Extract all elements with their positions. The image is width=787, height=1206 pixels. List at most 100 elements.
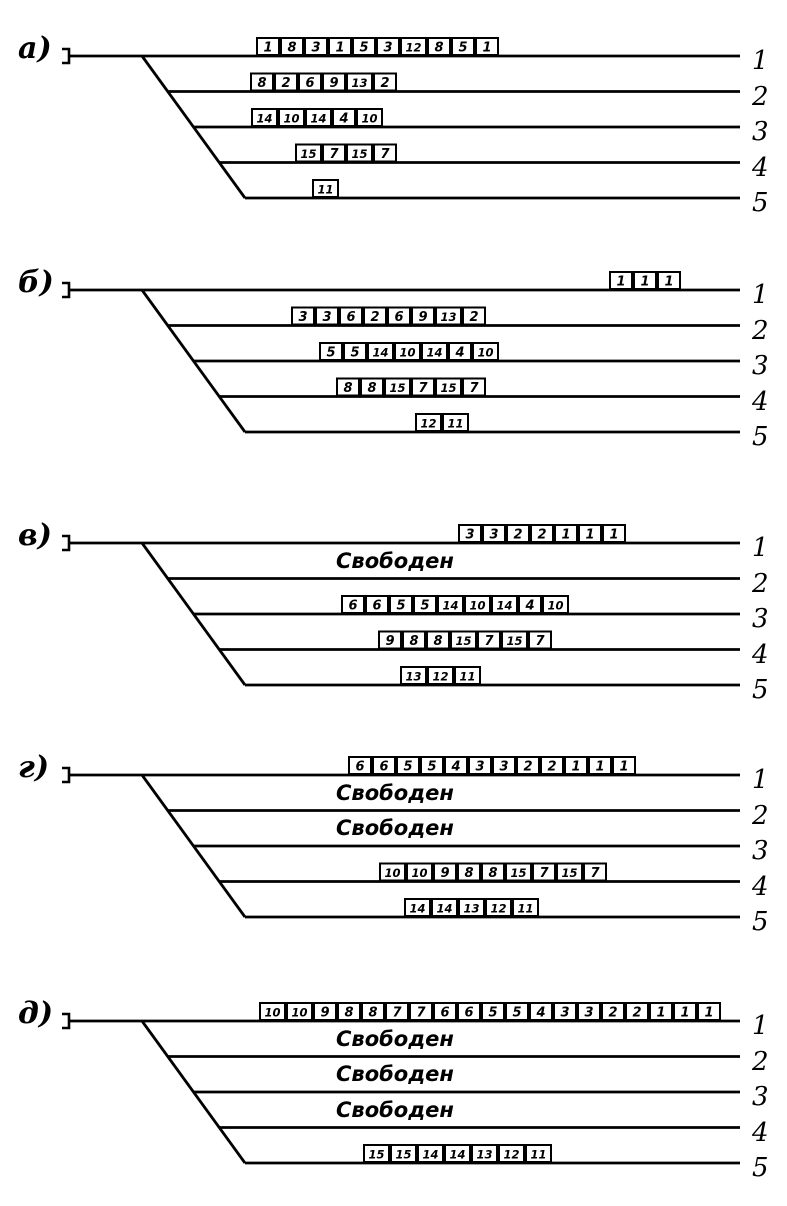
wagon-box [454, 666, 481, 685]
wagon-number: 8 [464, 866, 473, 881]
wagon-box [337, 1002, 361, 1021]
wagon-number: 14 [426, 346, 442, 360]
wagon-box [431, 898, 458, 917]
wagon-box [540, 756, 564, 775]
wagon-number: 1 [619, 760, 628, 775]
wagon-number: 8 [287, 41, 296, 56]
wagon-box [409, 1002, 433, 1021]
wagon-box [451, 37, 475, 56]
wagon-box [298, 72, 322, 92]
wagon-box [406, 862, 433, 882]
wagon-number: 12 [432, 670, 448, 684]
wagon-number: 14 [436, 902, 452, 916]
wagon-number: 5 [396, 599, 405, 614]
hump-symbol [62, 534, 71, 552]
wagon-number: 1 [561, 528, 570, 543]
wagon-box [462, 377, 486, 397]
wagon-number: 15 [510, 866, 526, 880]
wagon-number: 9 [320, 1006, 329, 1021]
wagon-number: 10 [361, 112, 377, 126]
track-number: 5 [752, 422, 769, 452]
wagon-number: 14 [310, 112, 326, 126]
hump-symbol [62, 1012, 71, 1030]
wagon-box [427, 37, 451, 56]
wagon-number: 10 [291, 1006, 307, 1020]
wagon-box [250, 72, 274, 92]
wagon-box [411, 306, 435, 326]
track-number: 1 [752, 533, 769, 563]
wagon-box [404, 898, 431, 917]
wagon-box [673, 1002, 697, 1021]
wagon-number: 5 [326, 346, 335, 361]
panel-label: б) [18, 265, 54, 300]
wagon-number: 1 [609, 528, 618, 543]
wagon-box [458, 898, 485, 917]
wagon-box [372, 756, 396, 775]
track-number: 2 [752, 1046, 769, 1077]
wagon-number: 5 [350, 346, 359, 361]
hump-symbol [62, 47, 71, 65]
wagon-box [528, 630, 552, 650]
wagon-box [512, 898, 539, 917]
wagon-number: 11 [447, 417, 463, 431]
wagon-box [554, 524, 578, 543]
wagon-box [421, 342, 448, 361]
wagon-number: 9 [329, 76, 338, 91]
wagon-number: 9 [418, 310, 427, 325]
track-number: 4 [752, 871, 769, 902]
wagon-box [435, 306, 462, 326]
wagon-number: 4 [535, 1006, 545, 1021]
track-number: 3 [752, 836, 769, 866]
wagon-box [274, 72, 298, 92]
wagon-number: 6 [379, 760, 388, 775]
wagon-number: 1 [595, 760, 604, 775]
wagon-number: 12 [490, 902, 506, 916]
hump-symbol [62, 766, 71, 784]
panel-label: а) [18, 31, 52, 66]
wagon-number: 6 [355, 760, 364, 775]
wagon-box [339, 306, 363, 326]
wagon-number: 14 [496, 599, 512, 613]
track-number: 3 [752, 604, 769, 634]
wagon-box [464, 595, 491, 614]
wagon-number: 15 [455, 634, 471, 648]
wagon-number: 10 [264, 1006, 280, 1020]
wagon-box [346, 72, 373, 92]
wagon-number: 9 [440, 866, 449, 881]
wagon-number: 10 [384, 866, 400, 880]
wagon-number: 15 [300, 147, 316, 161]
wagon-number: 15 [440, 381, 456, 395]
wagon-box [498, 1144, 525, 1163]
wagon-box [322, 143, 346, 163]
wagon-number: 12 [420, 417, 436, 431]
free-track-label: Свободен [336, 816, 454, 840]
wagon-number: 1 [664, 275, 673, 290]
wagon-number: 1 [656, 1006, 665, 1021]
wagon-box [343, 342, 367, 361]
wagon-number: 11 [459, 670, 475, 684]
wagon-box [588, 756, 612, 775]
panel-label: в) [18, 518, 52, 553]
wagon-number: 1 [482, 41, 491, 56]
wagon-number: 10 [399, 346, 415, 360]
wagon-box [468, 756, 492, 775]
wagon-box [394, 342, 421, 361]
wagon-box [462, 306, 486, 326]
track-number: 1 [752, 1011, 769, 1041]
wagon-number: 1 [704, 1006, 713, 1021]
wagon-box [365, 595, 389, 614]
wagon-number: 4 [338, 112, 348, 127]
wagon-box [442, 413, 469, 432]
wagon-box [291, 306, 315, 326]
wagon-box [251, 108, 278, 127]
wagon-number: 5 [488, 1006, 497, 1021]
wagon-box [518, 595, 542, 614]
wagon-box [411, 377, 435, 397]
wagon-box [396, 756, 420, 775]
wagon-number: 6 [394, 310, 403, 325]
wagon-box [390, 1144, 417, 1163]
wagon-number: 12 [405, 41, 421, 55]
wagon-number: 8 [433, 634, 442, 649]
